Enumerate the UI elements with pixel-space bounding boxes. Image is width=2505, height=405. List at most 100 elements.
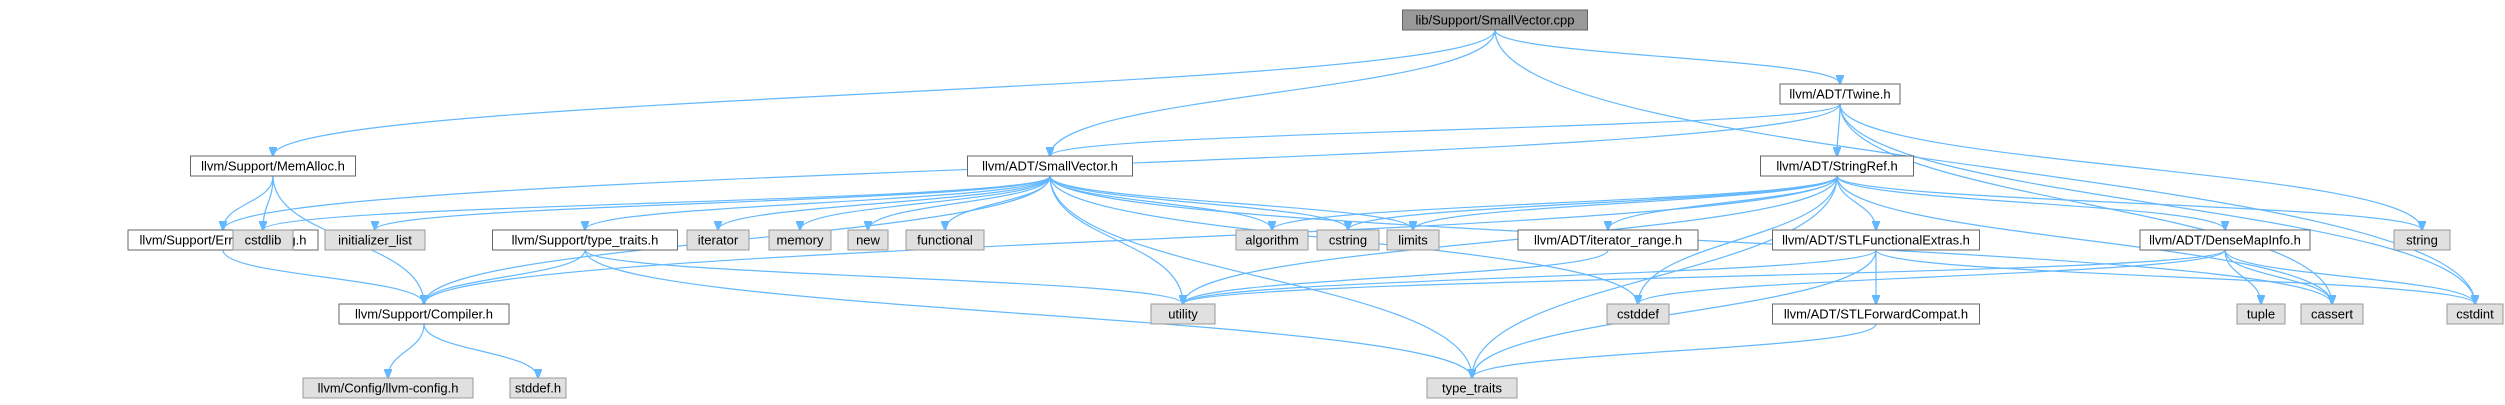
node-box (1150, 303, 1216, 325)
edge-smallvector-to-initlist (375, 175, 1051, 230)
edge-smallvector-to-cstdlib (263, 175, 1051, 230)
node-box (492, 229, 678, 251)
node-new: new (847, 229, 889, 251)
node-box (967, 155, 1133, 177)
node-cstdint: cstdint (2446, 303, 2504, 325)
node-label: cstdint (2456, 306, 2494, 321)
node-box (1386, 229, 1440, 251)
node-label: memory (777, 232, 824, 247)
node-stlfunc[interactable]: llvm/ADT/STLFunctionalExtras.h (1772, 229, 1980, 251)
node-label: llvm/ADT/Twine.h (1789, 86, 1890, 101)
edge-typetraits_h-to-utility (584, 249, 1183, 304)
edge-root-to-memalloc (273, 29, 1496, 156)
node-label: llvm/ADT/STLForwardCompat.h (1784, 306, 1968, 321)
edge-twine-to-string (1839, 103, 2422, 230)
node-label: lib/Support/SmallVector.cpp (1416, 12, 1575, 27)
edge-stringref-to-densemapinfo (1836, 175, 2225, 230)
node-label: stddef.h (515, 380, 561, 395)
node-label: algorithm (1245, 232, 1298, 247)
edge-densemapinfo-to-cassert (2224, 249, 2332, 304)
node-label: llvm/Support/type_traits.h (512, 232, 659, 247)
node-box (324, 229, 426, 251)
edge-twine-to-smallvector (1050, 103, 1841, 156)
node-initlist: initializer_list (324, 229, 426, 251)
edge-stringref-to-stlfunc (1836, 175, 1876, 230)
node-label: llvm/Config/llvm-config.h (318, 380, 459, 395)
node-box (1606, 303, 1670, 325)
edge-root-to-cstdint (1494, 29, 2475, 304)
edge-stringref-to-limits (1413, 175, 1838, 230)
node-box (1760, 155, 1914, 177)
node-box (1517, 229, 1699, 251)
node-box (1779, 83, 1901, 105)
nodes-layer: lib/Support/SmallVector.cpp llvm/ADT/Twin… (127, 9, 2504, 399)
node-label: limits (1398, 232, 1428, 247)
edge-typetraits_h-to-compiler (424, 249, 586, 304)
edge-smallvector-to-new (868, 175, 1051, 230)
node-cstdlib: cstdlib (232, 229, 294, 251)
node-cstring: cstring (1316, 229, 1380, 251)
node-label: cassert (2311, 306, 2353, 321)
node-box (1402, 9, 1588, 31)
node-type_traits: type_traits (1426, 377, 1518, 399)
edge-stringref-to-utility (1183, 175, 1838, 304)
edge-typetraits_h-to-type_traits (584, 249, 1472, 378)
edge-stlfunc-to-utility (1183, 249, 1877, 304)
edge-stringref-to-cstddef (1638, 175, 1838, 304)
edge-compiler-to-llvmconfig (388, 323, 425, 378)
node-limits: limits (1386, 229, 1440, 251)
node-box (1235, 229, 1309, 251)
edge-smallvector-to-iterator (718, 175, 1051, 230)
edge-root-to-twine (1494, 29, 1840, 84)
node-compiler[interactable]: llvm/Support/Compiler.h (338, 303, 510, 325)
node-box (232, 229, 294, 251)
node-box (2300, 303, 2364, 325)
edge-memalloc-to-errorhandling (223, 175, 274, 230)
node-iterator: iterator (686, 229, 750, 251)
edge-smallvector-to-typetraits_h (585, 175, 1051, 230)
node-label: initializer_list (338, 232, 412, 247)
edge-stringref-to-type_traits (1472, 175, 1838, 378)
edge-densemapinfo-to-cstdint (2224, 249, 2475, 304)
node-label: llvm/ADT/StringRef.h (1776, 158, 1897, 173)
node-label: type_traits (1442, 380, 1502, 395)
node-algorithm: algorithm (1235, 229, 1309, 251)
edge-stlfunc-to-cstdint (1875, 249, 2475, 304)
node-box (302, 377, 474, 399)
edge-smallvector-to-type_traits (1049, 175, 1472, 378)
edge-errorhandling-to-compiler (222, 249, 424, 304)
edge-stringref-to-iterrange (1608, 175, 1838, 230)
node-llvmconfig: llvm/Config/llvm-config.h (302, 377, 474, 399)
node-box (1772, 303, 1980, 325)
node-label: cstring (1329, 232, 1367, 247)
node-label: cstddef (1617, 306, 1659, 321)
node-label: tuple (2247, 306, 2275, 321)
edge-stringref-to-algorithm (1272, 175, 1838, 230)
node-tuple: tuple (2236, 303, 2286, 325)
node-box (1426, 377, 1518, 399)
node-box (2236, 303, 2286, 325)
edges-layer (222, 29, 2475, 378)
node-label: llvm/Support/Compiler.h (355, 306, 493, 321)
node-typetraits_h[interactable]: llvm/Support/type_traits.h (492, 229, 678, 251)
node-box (847, 229, 889, 251)
node-densemapinfo[interactable]: llvm/ADT/DenseMapInfo.h (2139, 229, 2311, 251)
node-label: llvm/ADT/STLFunctionalExtras.h (1782, 232, 1970, 247)
node-box (1772, 229, 1980, 251)
node-iterrange[interactable]: llvm/ADT/iterator_range.h (1517, 229, 1699, 251)
edge-smallvector-to-utility (1049, 175, 1183, 304)
edge-smallvector-to-memory (800, 175, 1051, 230)
node-stringref[interactable]: llvm/ADT/StringRef.h (1760, 155, 1914, 177)
node-smallvector[interactable]: llvm/ADT/SmallVector.h (967, 155, 1133, 177)
node-utility: utility (1150, 303, 1216, 325)
node-box (768, 229, 832, 251)
node-label: llvm/ADT/DenseMapInfo.h (2149, 232, 2301, 247)
node-box (905, 229, 985, 251)
node-stlforward[interactable]: llvm/ADT/STLForwardCompat.h (1772, 303, 1980, 325)
node-box (190, 155, 356, 177)
node-memalloc[interactable]: llvm/Support/MemAlloc.h (190, 155, 356, 177)
node-root[interactable]: lib/Support/SmallVector.cpp (1402, 9, 1588, 31)
node-twine[interactable]: llvm/ADT/Twine.h (1779, 83, 1901, 105)
node-label: llvm/ADT/iterator_range.h (1534, 232, 1682, 247)
